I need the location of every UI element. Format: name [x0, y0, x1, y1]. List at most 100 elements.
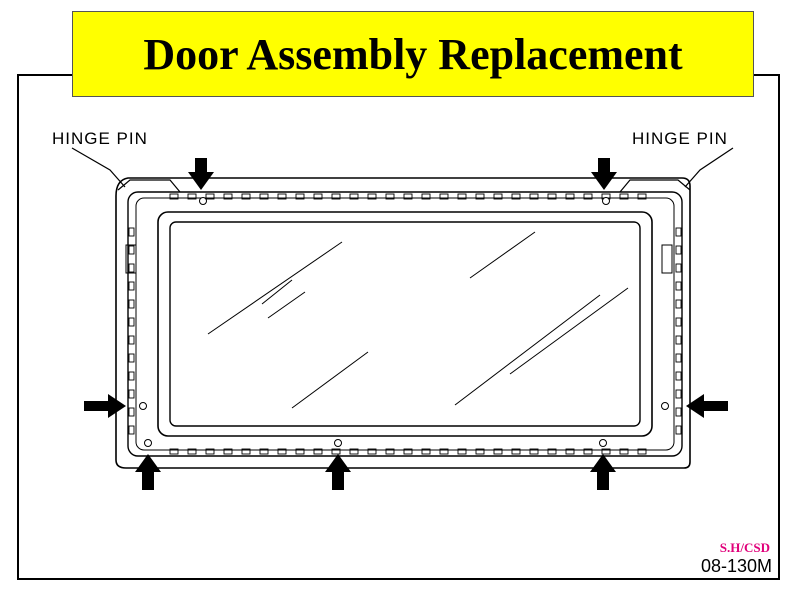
door-outer-panel — [115, 177, 691, 469]
hinge-pin-leader-left — [71, 147, 126, 188]
arrow-up-icon — [135, 454, 161, 490]
arrow-down-icon — [188, 158, 214, 190]
side-bracket-right — [661, 244, 673, 274]
choke-tooth — [675, 281, 682, 291]
choke-tooth — [367, 193, 377, 200]
credit-label: S.H/CSD — [719, 540, 770, 555]
choke-tooth — [675, 317, 682, 327]
choke-tooth — [367, 448, 377, 455]
choke-tooth — [619, 193, 629, 200]
choke-tooth — [169, 448, 179, 455]
screw-icon — [334, 439, 342, 447]
hinge-pin-leader-right — [684, 147, 734, 188]
choke-tooth — [475, 193, 485, 200]
choke-tooth — [675, 245, 682, 255]
page-title: Door Assembly Replacement — [143, 29, 683, 79]
screw-icon — [661, 402, 669, 410]
choke-tooth — [128, 317, 135, 327]
choke-tooth — [259, 193, 269, 200]
door-inner-frame — [135, 197, 675, 451]
choke-tooth — [675, 299, 682, 309]
choke-tooth — [128, 425, 135, 435]
choke-tooth — [493, 193, 503, 200]
choke-tooth — [475, 448, 485, 455]
choke-tooth — [511, 448, 521, 455]
choke-tooth — [223, 448, 233, 455]
choke-tooth — [547, 193, 557, 200]
arrow-up-icon — [325, 454, 351, 490]
choke-tooth — [349, 193, 359, 200]
choke-tooth — [675, 425, 682, 435]
choke-tooth — [205, 193, 215, 200]
screw-icon — [139, 402, 147, 410]
screw-icon — [144, 439, 152, 447]
choke-tooth — [529, 448, 539, 455]
choke-tooth — [313, 193, 323, 200]
choke-tooth — [128, 389, 135, 399]
choke-tooth — [675, 371, 682, 381]
choke-tooth — [295, 448, 305, 455]
choke-tooth — [421, 448, 431, 455]
choke-tooth — [259, 448, 269, 455]
choke-tooth — [403, 448, 413, 455]
title-banner: Door Assembly Replacement — [72, 11, 754, 97]
choke-tooth — [675, 227, 682, 237]
hinge-tab-right — [619, 179, 691, 193]
choke-tooth — [439, 193, 449, 200]
choke-tooth — [565, 448, 575, 455]
choke-tooth — [331, 448, 341, 455]
choke-tooth — [637, 193, 647, 200]
choke-tooth — [601, 448, 611, 455]
window-frame — [157, 211, 653, 437]
choke-tooth — [128, 335, 135, 345]
choke-tooth — [128, 281, 135, 291]
choke-tooth — [583, 193, 593, 200]
hinge-pin-label-left: HINGE PIN — [52, 129, 148, 148]
arrow-up-icon — [590, 454, 616, 490]
screw-icon — [199, 197, 207, 205]
choke-tooth — [205, 448, 215, 455]
window-glass — [169, 221, 641, 427]
choke-tooth — [128, 371, 135, 381]
choke-tooth — [128, 245, 135, 255]
choke-tooth — [547, 448, 557, 455]
choke-tooth — [421, 193, 431, 200]
diagram-code: 08-130M — [700, 556, 772, 576]
screw-icon — [602, 197, 610, 205]
choke-tooth — [457, 448, 467, 455]
choke-tooth — [128, 299, 135, 309]
door-choke-frame — [127, 191, 683, 457]
choke-tooth — [675, 353, 682, 363]
choke-tooth — [187, 448, 197, 455]
choke-tooth — [128, 407, 135, 417]
choke-tooth — [565, 193, 575, 200]
choke-tooth — [439, 448, 449, 455]
choke-teeth — [128, 193, 682, 455]
choke-tooth — [295, 193, 305, 200]
screw-icon — [599, 439, 607, 447]
choke-tooth — [313, 448, 323, 455]
choke-tooth — [223, 193, 233, 200]
choke-tooth — [675, 407, 682, 417]
arrows — [84, 158, 728, 490]
arrow-right-icon — [84, 394, 126, 418]
choke-tooth — [277, 193, 287, 200]
choke-tooth — [349, 448, 359, 455]
choke-tooth — [169, 193, 179, 200]
choke-tooth — [385, 448, 395, 455]
choke-tooth — [385, 193, 395, 200]
choke-tooth — [583, 448, 593, 455]
glass-reflections — [207, 231, 629, 409]
arrow-down-icon — [591, 158, 617, 190]
choke-tooth — [637, 448, 647, 455]
hinge-tab-left — [117, 179, 181, 193]
choke-tooth — [128, 227, 135, 237]
choke-tooth — [457, 193, 467, 200]
arrow-left-icon — [686, 394, 728, 418]
choke-tooth — [619, 448, 629, 455]
screws — [139, 197, 669, 447]
choke-tooth — [511, 193, 521, 200]
choke-tooth — [675, 263, 682, 273]
choke-tooth — [331, 193, 341, 200]
